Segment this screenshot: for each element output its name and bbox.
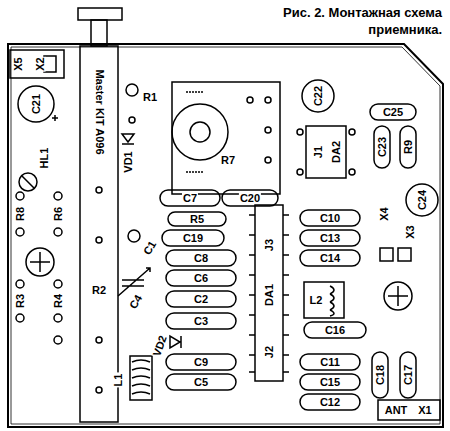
part-label: C12 bbox=[319, 397, 341, 408]
part-label: X4 bbox=[379, 206, 390, 221]
part-label: R6 bbox=[53, 206, 64, 222]
part-label: J1 bbox=[313, 145, 324, 159]
part-label: VD1 bbox=[123, 150, 134, 173]
part-label: R5 bbox=[189, 214, 205, 225]
part-label: VD2 bbox=[151, 333, 169, 359]
part-label: C18 bbox=[375, 364, 386, 386]
part-label: C23 bbox=[377, 136, 388, 158]
part-label: C11 bbox=[319, 357, 341, 368]
part-label: C15 bbox=[319, 377, 341, 388]
part-label: C2 bbox=[193, 294, 209, 305]
part-label: C21 bbox=[31, 93, 42, 115]
part-label: J2 bbox=[264, 345, 275, 359]
part-label: R1 bbox=[142, 92, 158, 103]
part-label: R4 bbox=[53, 293, 64, 309]
part-label: HL1 bbox=[39, 147, 50, 170]
part-label: C10 bbox=[319, 213, 341, 224]
part-label: C3 bbox=[193, 316, 209, 327]
part-label: C16 bbox=[324, 325, 346, 336]
part-label: R3 bbox=[15, 293, 26, 309]
part-label: Master KIT A096 bbox=[94, 68, 105, 155]
part-label: J3 bbox=[264, 238, 275, 252]
part-label: C19 bbox=[182, 233, 204, 244]
part-label: C14 bbox=[319, 253, 341, 264]
part-label: L2 bbox=[309, 295, 324, 306]
part-label: R8 bbox=[15, 206, 26, 222]
part-label: L1 bbox=[113, 373, 124, 388]
part-label: DA2 bbox=[331, 140, 342, 164]
part-label: C6 bbox=[193, 273, 209, 284]
part-label: C20 bbox=[239, 193, 261, 204]
figure-caption: Рис. 2. Монтажная схема приемника. bbox=[282, 4, 442, 38]
part-label: X5 bbox=[13, 56, 24, 71]
part-label: C17 bbox=[403, 364, 414, 386]
part-label: C24 bbox=[417, 189, 428, 211]
part-label: C1 bbox=[141, 238, 159, 257]
part-label: C25 bbox=[382, 107, 404, 118]
part-label: C8 bbox=[193, 253, 209, 264]
part-label: C4 bbox=[127, 292, 145, 311]
part-label: X2 bbox=[35, 56, 46, 71]
part-label: R9 bbox=[403, 139, 414, 155]
part-label: C5 bbox=[193, 377, 209, 388]
part-label: X3 bbox=[405, 224, 416, 239]
part-label: R7 bbox=[220, 155, 236, 166]
part-label: R2 bbox=[91, 285, 107, 296]
part-label: C9 bbox=[193, 357, 209, 368]
part-label: ANT bbox=[384, 405, 409, 416]
part-label: C22 bbox=[313, 85, 324, 107]
part-label: DA1 bbox=[264, 283, 275, 307]
part-label: C13 bbox=[319, 233, 341, 244]
part-label: C7 bbox=[182, 193, 198, 204]
part-label: X1 bbox=[417, 405, 432, 416]
